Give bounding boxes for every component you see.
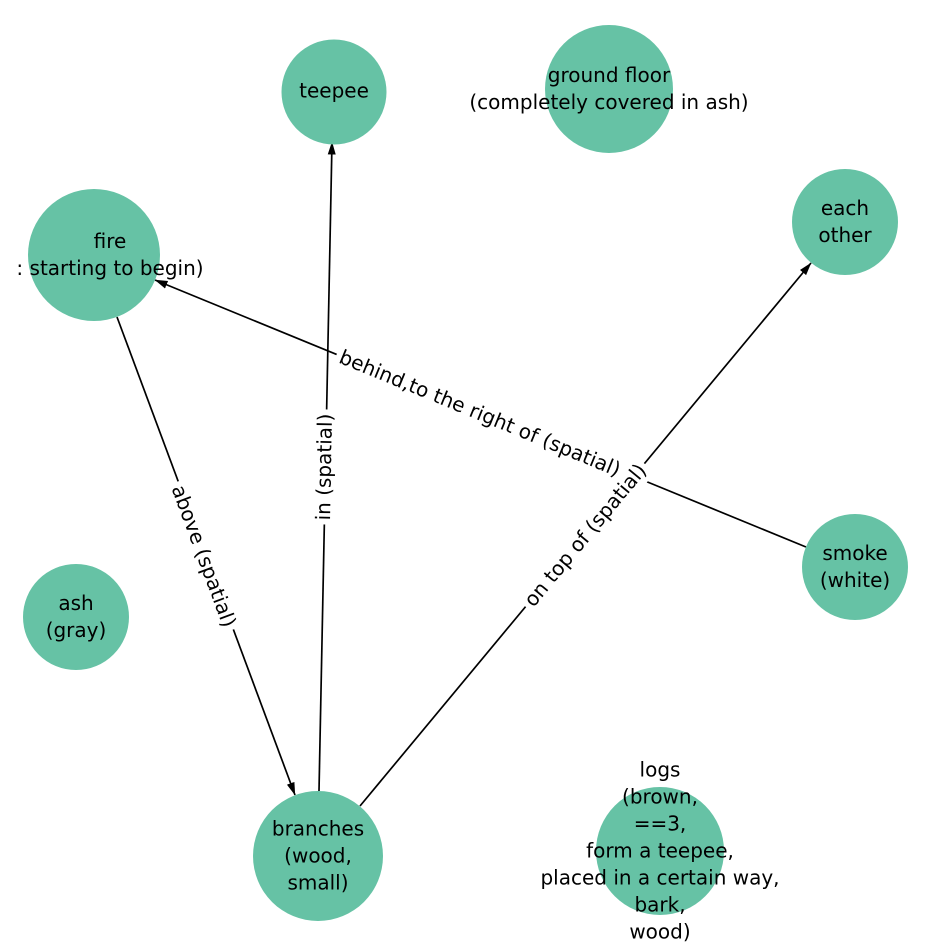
node-ash xyxy=(23,564,129,670)
node-logs xyxy=(596,787,724,915)
node-label-smoke: smoke (white) xyxy=(819,541,891,592)
node-label-fire: fire : starting to begin) xyxy=(16,229,204,280)
node-label-branches: branches (wood, small) xyxy=(271,816,365,895)
node-teepee xyxy=(281,39,387,145)
edge-label-in-spatial: in (spatial) xyxy=(308,409,340,525)
node-ground-floor xyxy=(545,25,673,153)
node-each-other xyxy=(792,169,898,275)
node-smoke xyxy=(802,514,908,620)
node-label-each-other: each other xyxy=(818,196,872,247)
node-label-logs: logs (brown, ==3, form a teepee, placed … xyxy=(540,757,780,944)
node-label-ash: ash (gray) xyxy=(45,591,107,642)
node-fire xyxy=(28,189,160,321)
node-label-ground-floor: ground floor (completely covered in ash) xyxy=(469,63,749,114)
node-branches xyxy=(253,791,383,921)
node-label-teepee: teepee xyxy=(299,78,369,103)
